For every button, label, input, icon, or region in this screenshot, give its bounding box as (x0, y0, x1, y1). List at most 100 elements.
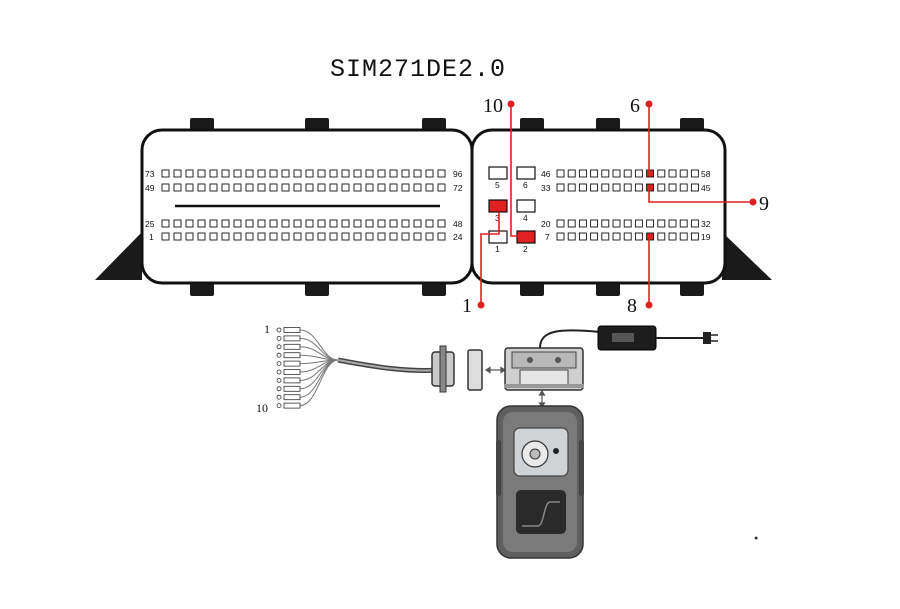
pin-label-96: 96 (453, 169, 463, 179)
pin-label-1: 1 (149, 232, 154, 242)
small-pin-4 (516, 199, 536, 213)
left-row-pin (377, 232, 386, 241)
right-row-pin (657, 183, 666, 192)
left-row-pin (353, 183, 362, 192)
left-mount-flange (95, 232, 142, 280)
left-row-pin (329, 183, 338, 192)
right-row-pin (646, 219, 655, 228)
small-pin-6 (516, 166, 536, 180)
pin-label-32: 32 (701, 219, 711, 229)
right-row-pin (623, 169, 632, 178)
left-row-pin (341, 169, 350, 178)
right-row-pin (578, 183, 587, 192)
left-row-pin (365, 183, 374, 192)
left-row-pin (269, 169, 278, 178)
left-row-pin (161, 232, 170, 241)
cable-lead-wire (299, 359, 339, 407)
left-row-pin (401, 232, 410, 241)
left-row-pin (413, 183, 422, 192)
left-row-pin (377, 219, 386, 228)
pin-label-58: 58 (701, 169, 711, 179)
left-row-pin (329, 169, 338, 178)
left-row-pin (437, 232, 446, 241)
left-row-pin (317, 169, 326, 178)
cable-label-10: 10 (256, 401, 268, 415)
left-row-pin (221, 219, 230, 228)
right-row-pin (646, 183, 655, 192)
power-supply (539, 325, 718, 351)
left-row-pin (329, 232, 338, 241)
right-row-pin (690, 169, 699, 178)
left-row-pin (341, 183, 350, 192)
right-row-pin (634, 169, 643, 178)
left-row-pin (281, 232, 290, 241)
pin-label-33: 33 (541, 183, 551, 193)
right-row-pin (590, 169, 599, 178)
left-row-pin (173, 183, 182, 192)
callout-dots (477, 100, 757, 309)
right-row-pin (690, 219, 699, 228)
right-row-pin (679, 232, 688, 241)
small-pin-label-4: 4 (523, 213, 528, 223)
left-row-pin (401, 219, 410, 228)
left-row-pin (293, 183, 302, 192)
right-mount-flange (722, 232, 772, 280)
left-row-pin (185, 232, 194, 241)
left-row-pin (173, 169, 182, 178)
small-pin-label-6: 6 (523, 180, 528, 190)
callout-line-1 (480, 212, 500, 305)
right-row-pin (612, 232, 621, 241)
cable-lead-terminal (283, 360, 301, 367)
cable-lead-terminal (283, 385, 301, 392)
pin-label-19: 19 (701, 232, 711, 242)
cable-lead-terminal (283, 394, 301, 401)
right-row-pin (567, 169, 576, 178)
cable-lead-ring (276, 403, 282, 409)
connection-arrow-vertical (538, 389, 546, 409)
cable-lead-wire (299, 337, 339, 361)
left-row-pin (437, 183, 446, 192)
left-row-pin (185, 219, 194, 228)
callout-line-10 (510, 104, 519, 237)
left-row-pin (197, 232, 206, 241)
left-row-pin (245, 219, 254, 228)
cable-label-1: 1 (264, 322, 270, 336)
right-row-pin (634, 232, 643, 241)
right-row-pin (634, 183, 643, 192)
callout-lines (480, 104, 753, 305)
left-row-pin (389, 183, 398, 192)
left-row-pin (413, 232, 422, 241)
breakout-cable: 1 10 (256, 322, 483, 415)
right-row-pin (690, 183, 699, 192)
right-row-pin (668, 219, 677, 228)
right-connector: 5 6 3 4 1 2 46 33 20 7 58 45 32 19 (470, 118, 772, 296)
left-row-pin (437, 169, 446, 178)
left-row-pin (377, 169, 386, 178)
right-row-pin (601, 232, 610, 241)
callout-label-8: 8 (627, 295, 637, 317)
left-row-pin (317, 183, 326, 192)
cable-lead-terminal (283, 335, 301, 342)
pin-label-25: 25 (145, 219, 155, 229)
right-row-pin (623, 232, 632, 241)
left-row-pin (437, 219, 446, 228)
left-row-pin (413, 169, 422, 178)
connection-arrow-horizontal (484, 366, 507, 374)
pin-label-7: 7 (545, 232, 550, 242)
right-row-pin (556, 232, 565, 241)
right-row-pin (578, 169, 587, 178)
pin-label-72: 72 (453, 183, 463, 193)
right-row-pin (601, 169, 610, 178)
left-row-pin (329, 219, 338, 228)
left-row-pin (257, 183, 266, 192)
left-row-pin (305, 219, 314, 228)
right-row-pin (612, 219, 621, 228)
pin-label-46: 46 (541, 169, 551, 179)
left-row-pin (161, 183, 170, 192)
db-connector-female (467, 349, 483, 391)
small-pin-2 (516, 230, 536, 244)
small-pin-label-1: 1 (495, 244, 500, 254)
right-pin-grid (556, 169, 699, 241)
right-row-pin (567, 183, 576, 192)
small-pin-3 (488, 199, 508, 213)
